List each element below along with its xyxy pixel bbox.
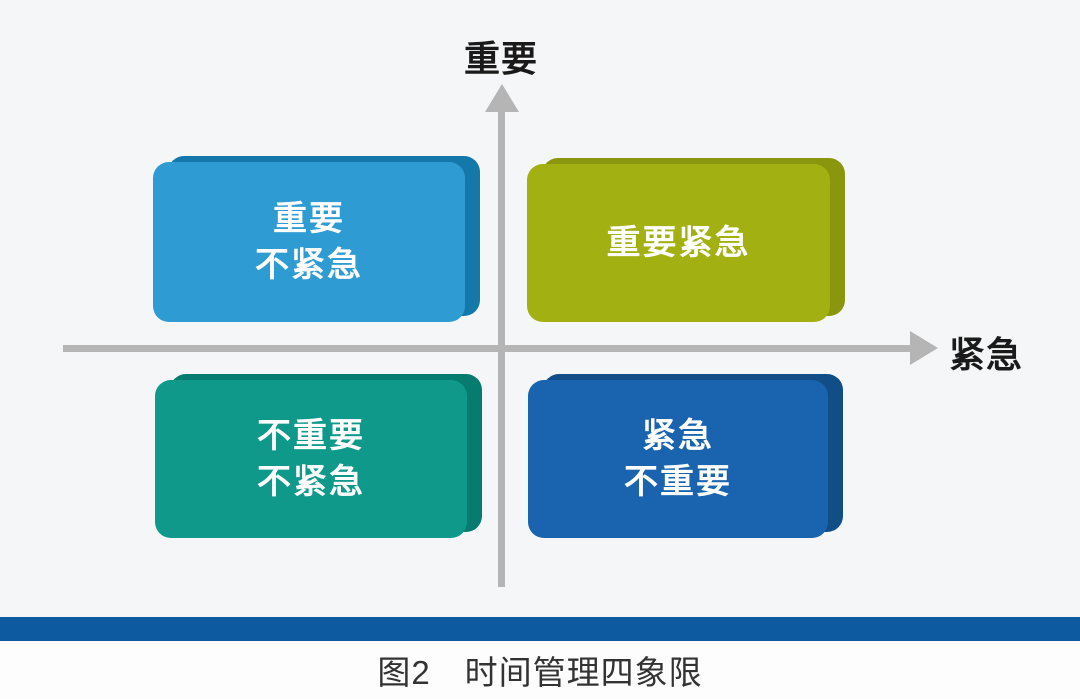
- x-axis-line: [63, 345, 912, 352]
- quadrant-label-line: 不重要: [624, 463, 732, 501]
- quadrant-important-not-urgent: 重要 不紧急: [153, 162, 465, 322]
- quadrant-label-line: 重要: [273, 200, 345, 238]
- caption-strip: 图2 时间管理四象限: [0, 641, 1080, 699]
- y-axis-arrowhead-icon: [485, 84, 519, 112]
- quadrant-label-line: 重要紧急: [606, 224, 751, 262]
- y-axis-label: 重要: [463, 38, 539, 79]
- divider-bar: [0, 617, 1080, 641]
- figure-caption: 图2 时间管理四象限: [377, 654, 703, 691]
- x-axis-label: 紧急: [949, 334, 1024, 375]
- quadrant-urgent-not-important: 紧急 不重要: [528, 380, 828, 538]
- quadrant-label-line: 不紧急: [255, 246, 363, 284]
- quadrant-label-line: 不重要: [257, 417, 365, 455]
- quadrant-not-important-not-urgent: 不重要 不紧急: [155, 380, 467, 538]
- quadrant-label-line: 不紧急: [257, 463, 365, 501]
- x-axis-arrowhead-icon: [910, 331, 938, 365]
- quadrant-label-line: 紧急: [642, 417, 714, 455]
- quadrant-important-urgent: 重要紧急: [527, 164, 830, 322]
